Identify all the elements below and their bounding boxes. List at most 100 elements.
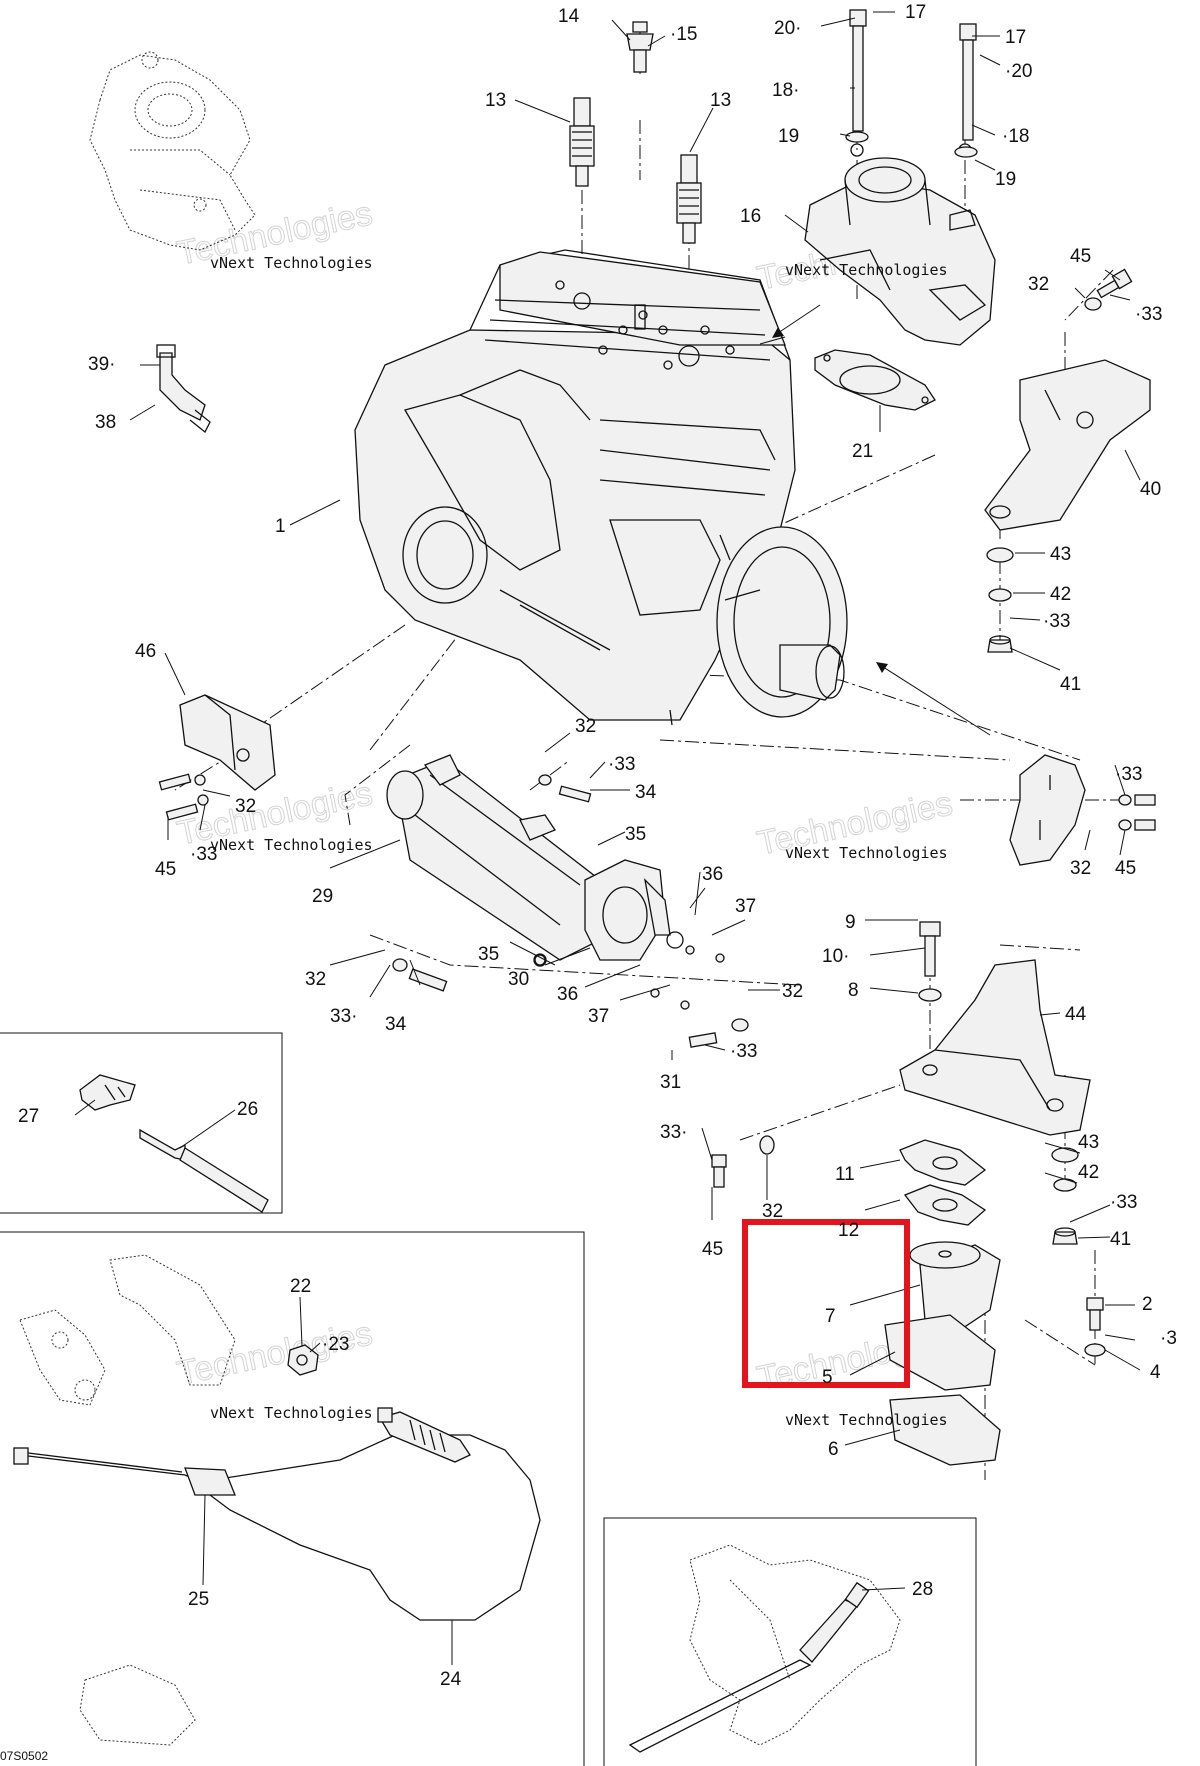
callout-43-bottom: 43	[1078, 1132, 1099, 1153]
callout-32-lower-left: 32	[305, 969, 326, 990]
cable-end-26	[139, 1128, 269, 1213]
ghost-bracket-throttle	[19, 1254, 236, 1746]
callout-31: 31	[660, 1072, 681, 1093]
callout-36-top: 36	[702, 864, 723, 885]
callout-32-lower: 32	[762, 1201, 783, 1222]
washer-stack-right-top	[986, 547, 1014, 653]
callout-44: 44	[1065, 1004, 1087, 1025]
shim-11	[899, 1139, 987, 1186]
callout-33-lower: 33·	[660, 1122, 687, 1143]
callout-35-bottom: 35	[478, 944, 499, 965]
callout-13-left: 13	[485, 90, 506, 111]
mount-plate-5	[884, 1314, 996, 1391]
callout-19-right: 19	[995, 169, 1016, 190]
highlight-box	[742, 1219, 910, 1388]
ghost-housing-choke	[689, 1544, 901, 1746]
callout-26: 26	[237, 1099, 258, 1120]
callout-32-mid: 32	[782, 981, 803, 1002]
watermark-label: vNext Technologies	[785, 844, 948, 862]
watermark-label: vNext Technologies	[785, 1411, 948, 1429]
starter-cover	[584, 859, 684, 961]
callout-34-bottom: 34	[385, 1014, 407, 1035]
long-bolts	[845, 9, 978, 158]
callout-11: 11	[835, 1164, 855, 1185]
callout-13-right: 13	[710, 90, 731, 111]
spark-plug-left	[569, 97, 595, 187]
fitting-14	[626, 21, 654, 73]
inset-box-choke-cable	[603, 1517, 977, 1766]
callout-33-lower-left: 33·	[330, 1006, 357, 1027]
callout-33-right: ·33	[1115, 764, 1142, 785]
callout-18-left: 18·	[772, 80, 799, 101]
callout-24: 24	[440, 1669, 462, 1690]
throttle-body	[804, 143, 996, 346]
mount-plate-6	[889, 1394, 1001, 1466]
callout-32-left: 32	[235, 796, 256, 817]
watermark-label: vNext Technologies	[210, 1404, 373, 1422]
callout-33-lower-right: ·33	[1110, 1192, 1137, 1213]
callout-41-top: 41	[1060, 674, 1081, 695]
callout-33-top: ·33	[1135, 304, 1162, 325]
engine-mount-44	[899, 959, 1091, 1136]
rubber-mount-7	[909, 1241, 1001, 1331]
callout-20-left: 20·	[774, 18, 801, 39]
callout-35-top: 35	[625, 824, 646, 845]
callout-9: 9	[845, 912, 856, 933]
engine-bracket-40	[984, 359, 1151, 531]
inset-box-throttle-cable	[0, 1231, 585, 1766]
callout-41-bottom: 41	[1110, 1229, 1131, 1250]
callout-38: 38	[95, 412, 116, 433]
callout-42-top: 42	[1050, 584, 1071, 605]
callout-23: ·23	[322, 1334, 349, 1355]
callout-43-top: 43	[1050, 544, 1071, 565]
leader-lines	[74, 11, 1141, 1665]
callout-5: 5	[822, 1367, 833, 1388]
callout-21: 21	[852, 441, 873, 462]
engine-block	[354, 249, 848, 726]
bolt-9	[918, 921, 942, 1002]
bolt-45-lower	[711, 1135, 775, 1188]
ghost-housing-top-left	[89, 51, 256, 251]
callout-18-right: ·18	[1002, 126, 1029, 147]
starter-motor	[386, 754, 601, 967]
bolts-45-left	[158, 773, 209, 821]
shim-12	[903, 1184, 987, 1226]
callout-46: 46	[135, 641, 156, 662]
callout-37-bottom: 37	[588, 1006, 609, 1027]
drawing-code: 07S0502	[0, 1749, 48, 1763]
choke-cable-28	[628, 1581, 870, 1753]
callout-32-starter: 32	[575, 716, 596, 737]
callout-16: 16	[740, 206, 761, 227]
callout-19-left: 19	[778, 126, 799, 147]
callout-12: 12	[838, 1220, 859, 1241]
callout-8: 8	[848, 980, 859, 1001]
nut-22	[287, 1344, 319, 1376]
mount-bracket-right	[1009, 754, 1086, 866]
callout-33-mid-bottom: ·33	[730, 1041, 757, 1062]
callout-42-bottom: 42	[1078, 1162, 1099, 1183]
callout-25: 25	[188, 1589, 209, 1610]
bolt-45-top	[1084, 268, 1133, 311]
callout-33-mid: ·33	[1043, 611, 1070, 632]
callout-37-top: 37	[735, 896, 756, 917]
starter-hardware	[392, 774, 749, 1048]
callout-33-left: ·33	[190, 844, 217, 865]
callout-45-lower: 45	[702, 1239, 723, 1260]
callout-45-top: 45	[1070, 246, 1091, 267]
callout-36-bottom: 36	[557, 984, 578, 1005]
callout-15: ·15	[670, 24, 697, 45]
washer-stack-right-bottom	[1051, 1147, 1079, 1245]
callout-33-starter: ·33	[608, 754, 635, 775]
elbow-fitting	[156, 344, 211, 434]
callout-17-right: 17	[1005, 27, 1026, 48]
bolts-45-right	[1118, 794, 1156, 831]
callout-labels: 14 ·15 20· 17 17 ·20 18· ·18 19 19 13 13…	[18, 2, 1177, 1690]
callout-45-right: 45	[1115, 858, 1136, 879]
callout-40: 40	[1140, 479, 1161, 500]
callout-27: 27	[18, 1106, 39, 1127]
callout-4: 4	[1150, 1362, 1161, 1383]
callout-32-right: 32	[1070, 858, 1091, 879]
callout-14: 14	[558, 6, 580, 27]
callout-22: 22	[290, 1276, 311, 1297]
callout-20-right: ·20	[1005, 61, 1032, 82]
